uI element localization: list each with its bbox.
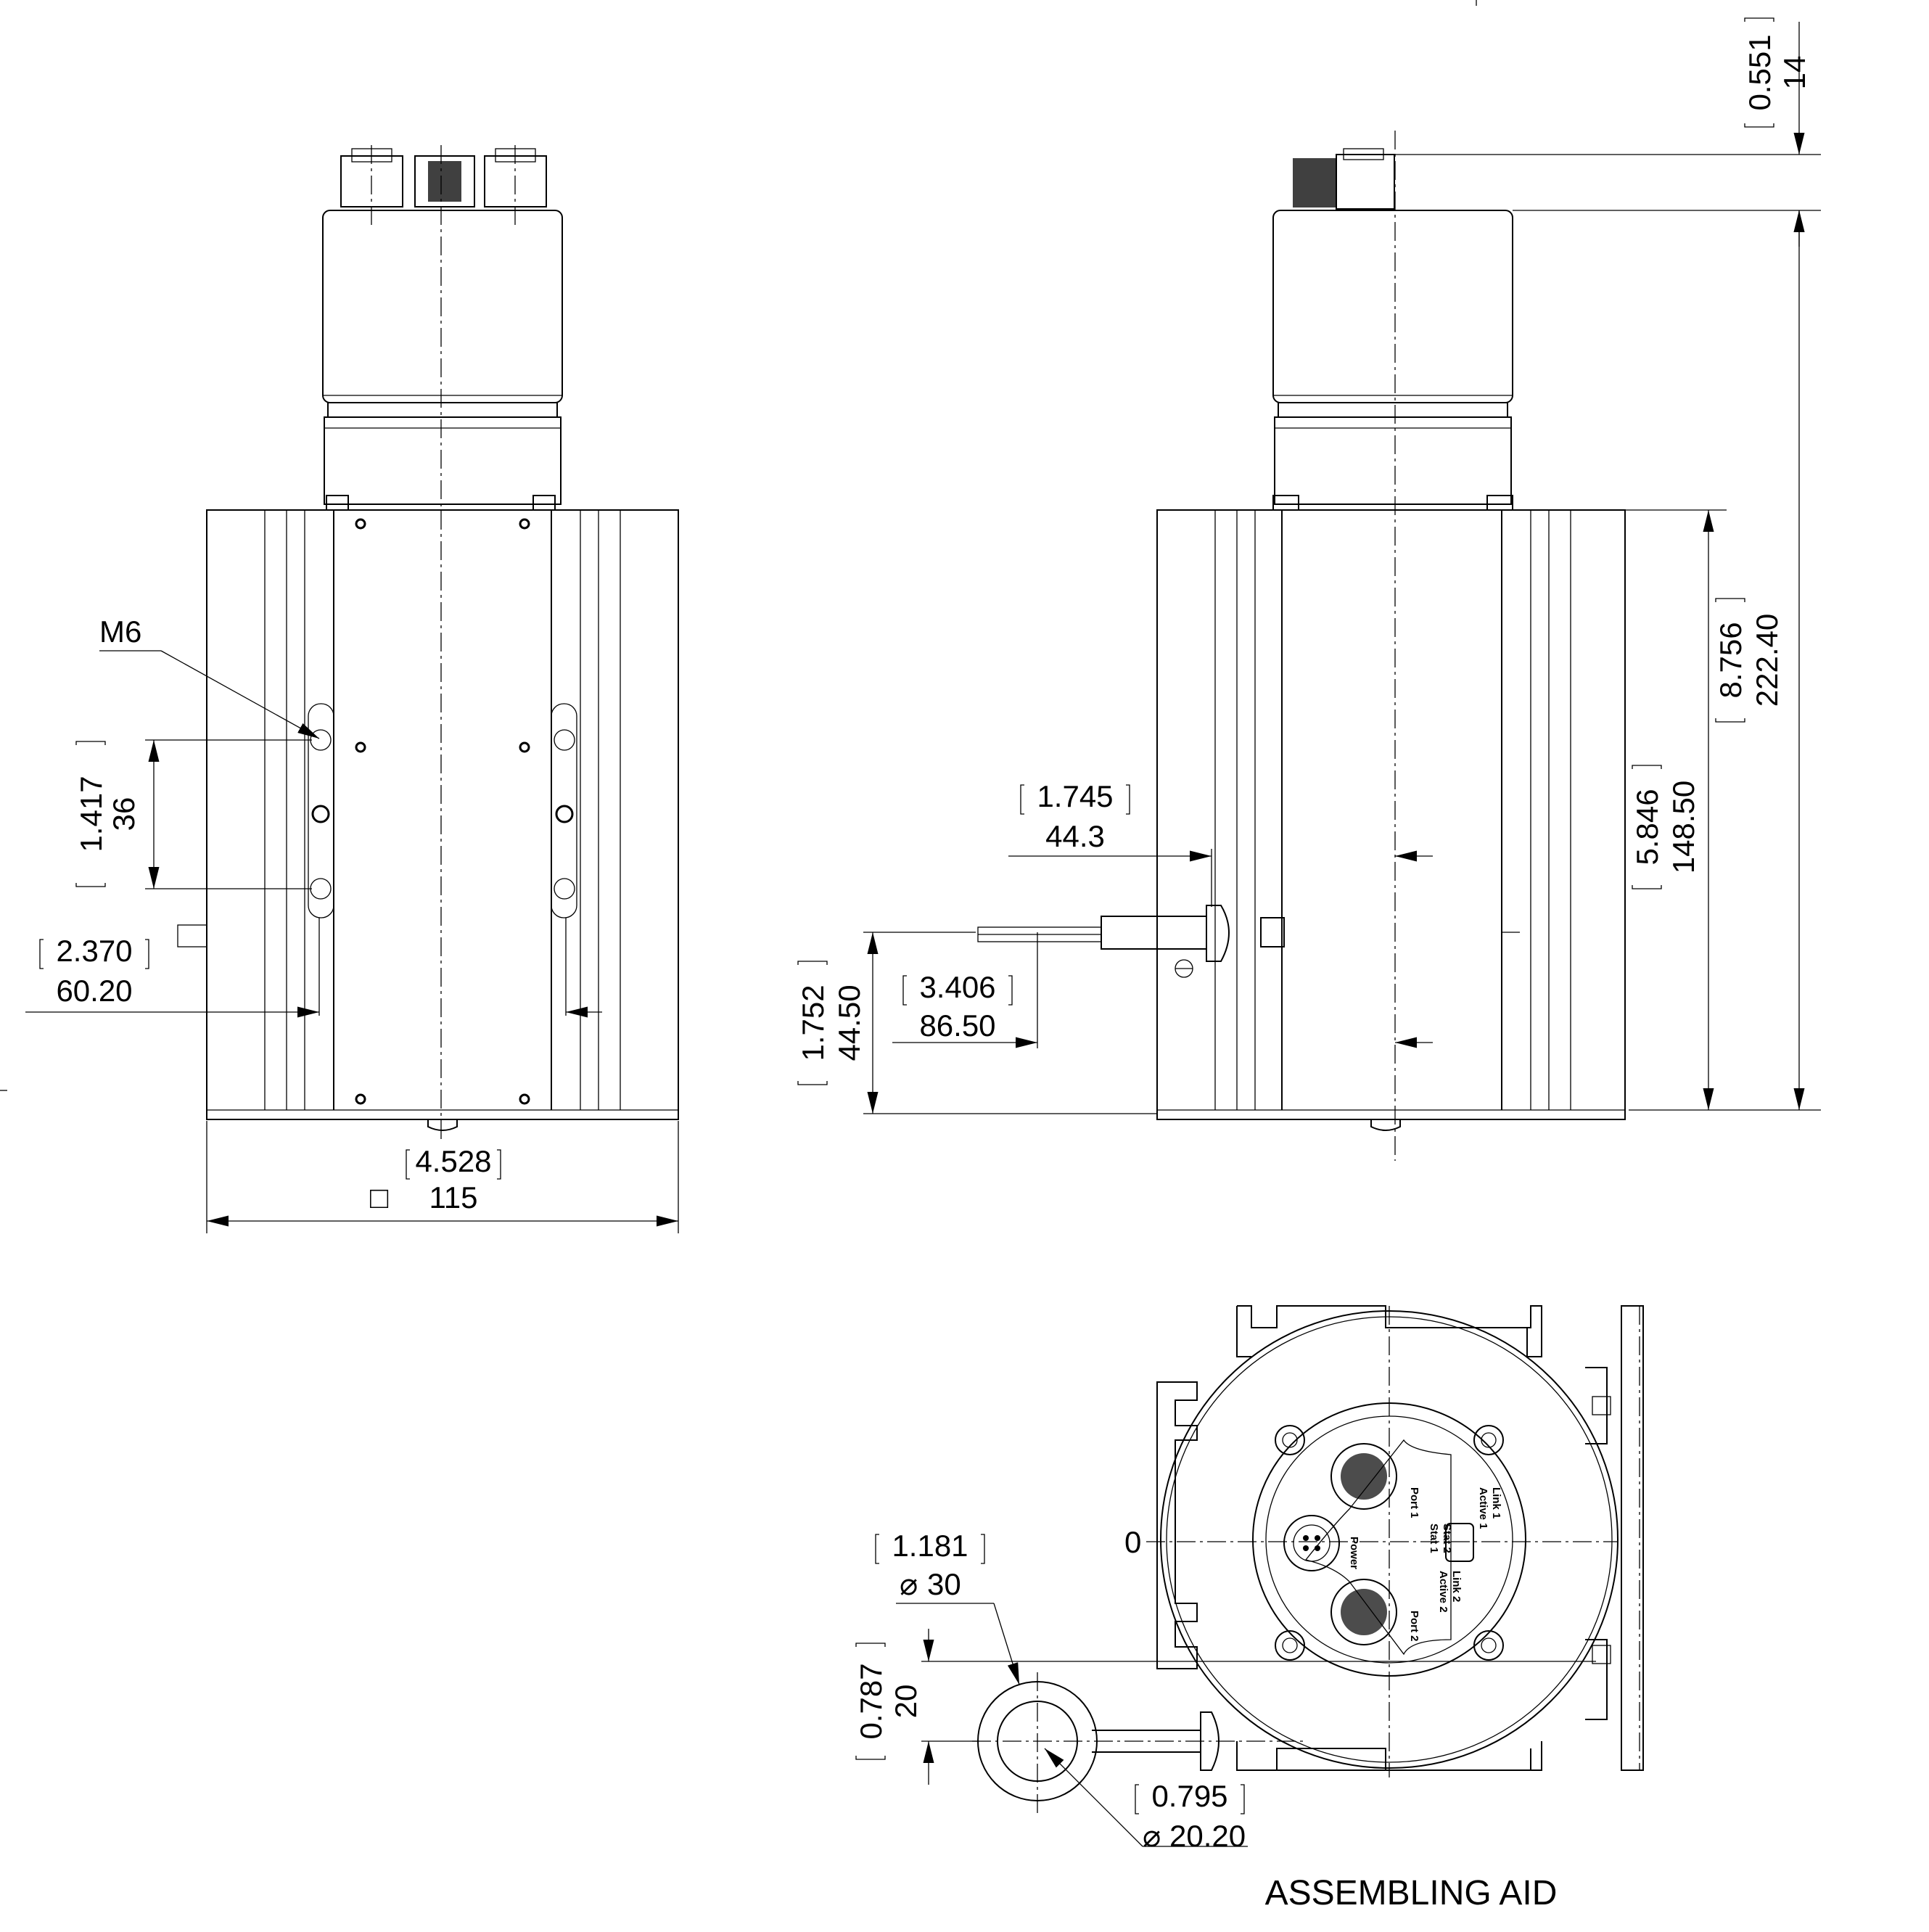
port2-label: Port 2 (1408, 1611, 1420, 1642)
power-label: Power (1348, 1537, 1360, 1569)
aid-height-mm: 44.50 (832, 985, 866, 1061)
assembling-aid-ring (972, 1672, 1306, 1814)
ring-inner-mm: 20.20 (1169, 1819, 1246, 1853)
mounting-holes (310, 518, 575, 1105)
zero-mark: 0 (1124, 1525, 1141, 1559)
dim-ring-inner: 0.795 ⌀ 20.20 (1044, 1748, 1248, 1853)
assembling-aid-side (977, 905, 1285, 978)
total-height-inch: 8.756 (1714, 622, 1748, 698)
dim-aid-length: 3.406 86.50 (892, 932, 1433, 1048)
dim-ring-outer: 1.181 ⌀ 30 (875, 1529, 1020, 1685)
top-view: Port 1 Port 2 Power Stat 1 Stat 2 Active… (854, 1305, 1644, 1912)
ring-offset-mm: 20 (889, 1685, 923, 1719)
dim-slot-pitch: 36 1.417 (74, 739, 312, 889)
aid-depth-inch: 1.745 (1037, 779, 1113, 813)
ring-offset-inch: 0.787 (854, 1663, 888, 1739)
dim-m6-leader: M6 (99, 614, 320, 739)
front-view: 36 1.417 M6 2.370 60.20 4.528 □ 115 (25, 145, 679, 1233)
top-connector-inch: 0.551 (1743, 34, 1777, 110)
dim-body-width: 4.528 □ 115 (206, 1121, 679, 1233)
assembling-aid-caption: ASSEMBLING AID (1265, 1874, 1558, 1912)
ring-outer-inch: 1.181 (892, 1529, 968, 1563)
slot-offset-mm: 60.20 (56, 974, 132, 1008)
active1-label: Active 1 (1477, 1487, 1489, 1529)
port-2-connector (1330, 1579, 1397, 1645)
dim-body-height: 5.846 148.50 (1625, 509, 1727, 1110)
body-width-mm: 115 (429, 1180, 478, 1214)
aid-length-inch: 3.406 (919, 970, 995, 1004)
profile-outline (1156, 1305, 1644, 1771)
port1-label: Port 1 (1408, 1487, 1420, 1518)
panel-labels: Port 1 Port 2 Power Stat 1 Stat 2 Active… (1348, 1487, 1502, 1642)
ring-inner-inch: 0.795 (1151, 1779, 1227, 1813)
dim-ring-offset: 0.787 20 (854, 1629, 1596, 1785)
dim-top-connector: 0.551 14 (1394, 17, 1821, 247)
body-width-symbol: □ (370, 1180, 389, 1214)
port-1-connector (1330, 1443, 1397, 1510)
link2-label: Link 2 (1450, 1571, 1463, 1602)
slot-offset-inch: 2.370 (56, 934, 132, 968)
dim-total-height: 8.756 222.40 (1629, 210, 1821, 1111)
aid-length-mm: 86.50 (919, 1008, 995, 1043)
aid-depth-mm: 44.3 (1045, 819, 1105, 853)
ring-outer-mm: 30 (927, 1567, 961, 1601)
slot-pitch-mm: 36 (107, 797, 141, 831)
ring-inner-symbol: ⌀ (1143, 1819, 1161, 1853)
ring-outer-symbol: ⌀ (900, 1567, 918, 1601)
dim-slot-offset: 2.370 60.20 (25, 934, 602, 1018)
aid-height-inch: 1.752 (796, 985, 830, 1061)
thread-label: M6 (99, 614, 141, 649)
side-view: 0.551 14 8.756 222.40 5.846 148.50 (796, 17, 1821, 1161)
total-height-mm: 222.40 (1750, 614, 1784, 707)
power-connector (1283, 1515, 1340, 1571)
front-connectors (340, 145, 547, 225)
body-height-mm: 148.50 (1666, 781, 1700, 873)
active2-label: Active 2 (1437, 1571, 1449, 1613)
stat1-label: Stat 1 (1428, 1524, 1440, 1553)
dim-aid-height: 1.752 44.50 (796, 932, 1157, 1114)
top-connector-mm: 14 (1777, 56, 1811, 90)
body-height-inch: 5.846 (1630, 789, 1664, 865)
stat2-label: Stat 2 (1441, 1524, 1453, 1553)
slot-pitch-inch: 1.417 (74, 776, 108, 852)
link1-label: Link 1 (1490, 1487, 1502, 1518)
body-width-inch: 4.528 (415, 1144, 491, 1178)
dim-aid-depth: 1.745 44.3 (1008, 779, 1433, 907)
